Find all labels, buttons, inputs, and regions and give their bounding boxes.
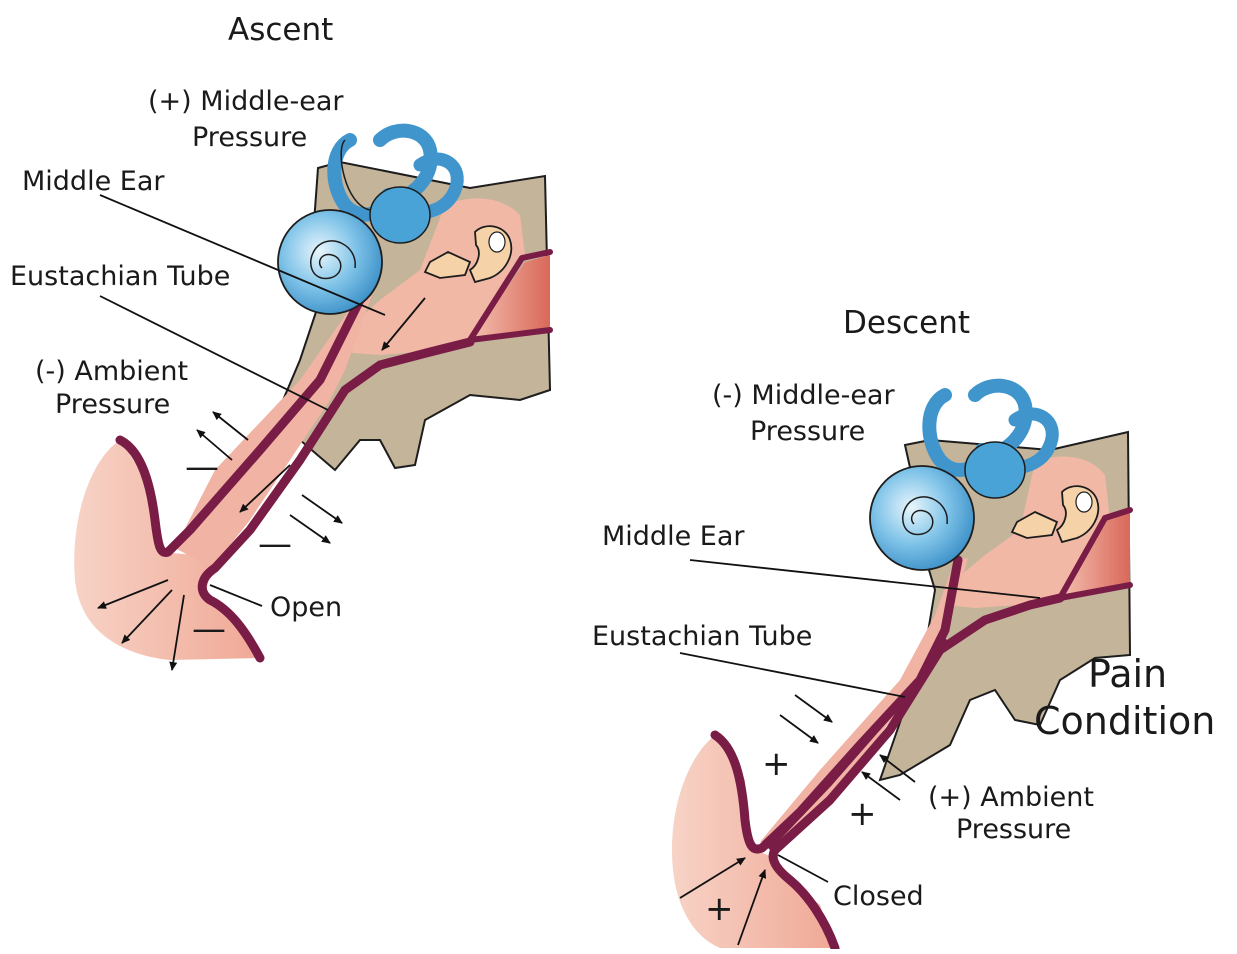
descent-middle-ear-pressure-label-1: (-) Middle-ear bbox=[712, 380, 895, 411]
descent-closed-label: Closed bbox=[833, 881, 924, 912]
ascent-ambient-pressure-label-1: (-) Ambient bbox=[35, 356, 188, 387]
descent-middle-ear-label: Middle Ear bbox=[602, 521, 745, 552]
ascent-middle-ear-pressure-label-1: (+) Middle-ear bbox=[148, 86, 344, 117]
ascent-title: Ascent bbox=[228, 12, 333, 48]
ascent-middle-ear-label: Middle Ear bbox=[22, 166, 165, 197]
ascent-ambient-pressure-label-2: Pressure bbox=[55, 389, 170, 420]
ascent-open-label: Open bbox=[270, 592, 342, 623]
ascent-middle-ear-pressure-label-2: Pressure bbox=[192, 122, 307, 153]
descent-ambient-pressure-label-1: (+) Ambient bbox=[928, 782, 1094, 813]
descent-title: Descent bbox=[843, 305, 970, 341]
descent-plus-sign-2: + bbox=[848, 794, 877, 834]
ascent-minus-sign-1: — bbox=[185, 447, 219, 487]
ascent-minus-sign-2: — bbox=[258, 524, 292, 564]
descent-plus-sign-3: + bbox=[705, 889, 734, 929]
descent-eustachian-tube-pointer bbox=[680, 653, 905, 697]
descent-ambient-pressure-label-2: Pressure bbox=[956, 814, 1071, 845]
descent-plus-sign-1: + bbox=[762, 744, 791, 784]
pain-condition-label-2: Condition bbox=[1034, 699, 1215, 743]
descent-middle-ear-pressure-label-2: Pressure bbox=[750, 416, 865, 447]
ascent-minus-sign-3: — bbox=[192, 609, 226, 649]
ascent-panel: Ascent (+) Middle-ear Pressure Middle Ea… bbox=[10, 12, 550, 670]
pain-condition-label-1: Pain bbox=[1088, 652, 1167, 696]
descent-eustachian-tube-label: Eustachian Tube bbox=[592, 621, 812, 652]
descent-panel: Descent (-) Middle-ear Pressure Middle E… bbox=[592, 305, 1215, 948]
ascent-eustachian-tube-label: Eustachian Tube bbox=[10, 261, 230, 292]
